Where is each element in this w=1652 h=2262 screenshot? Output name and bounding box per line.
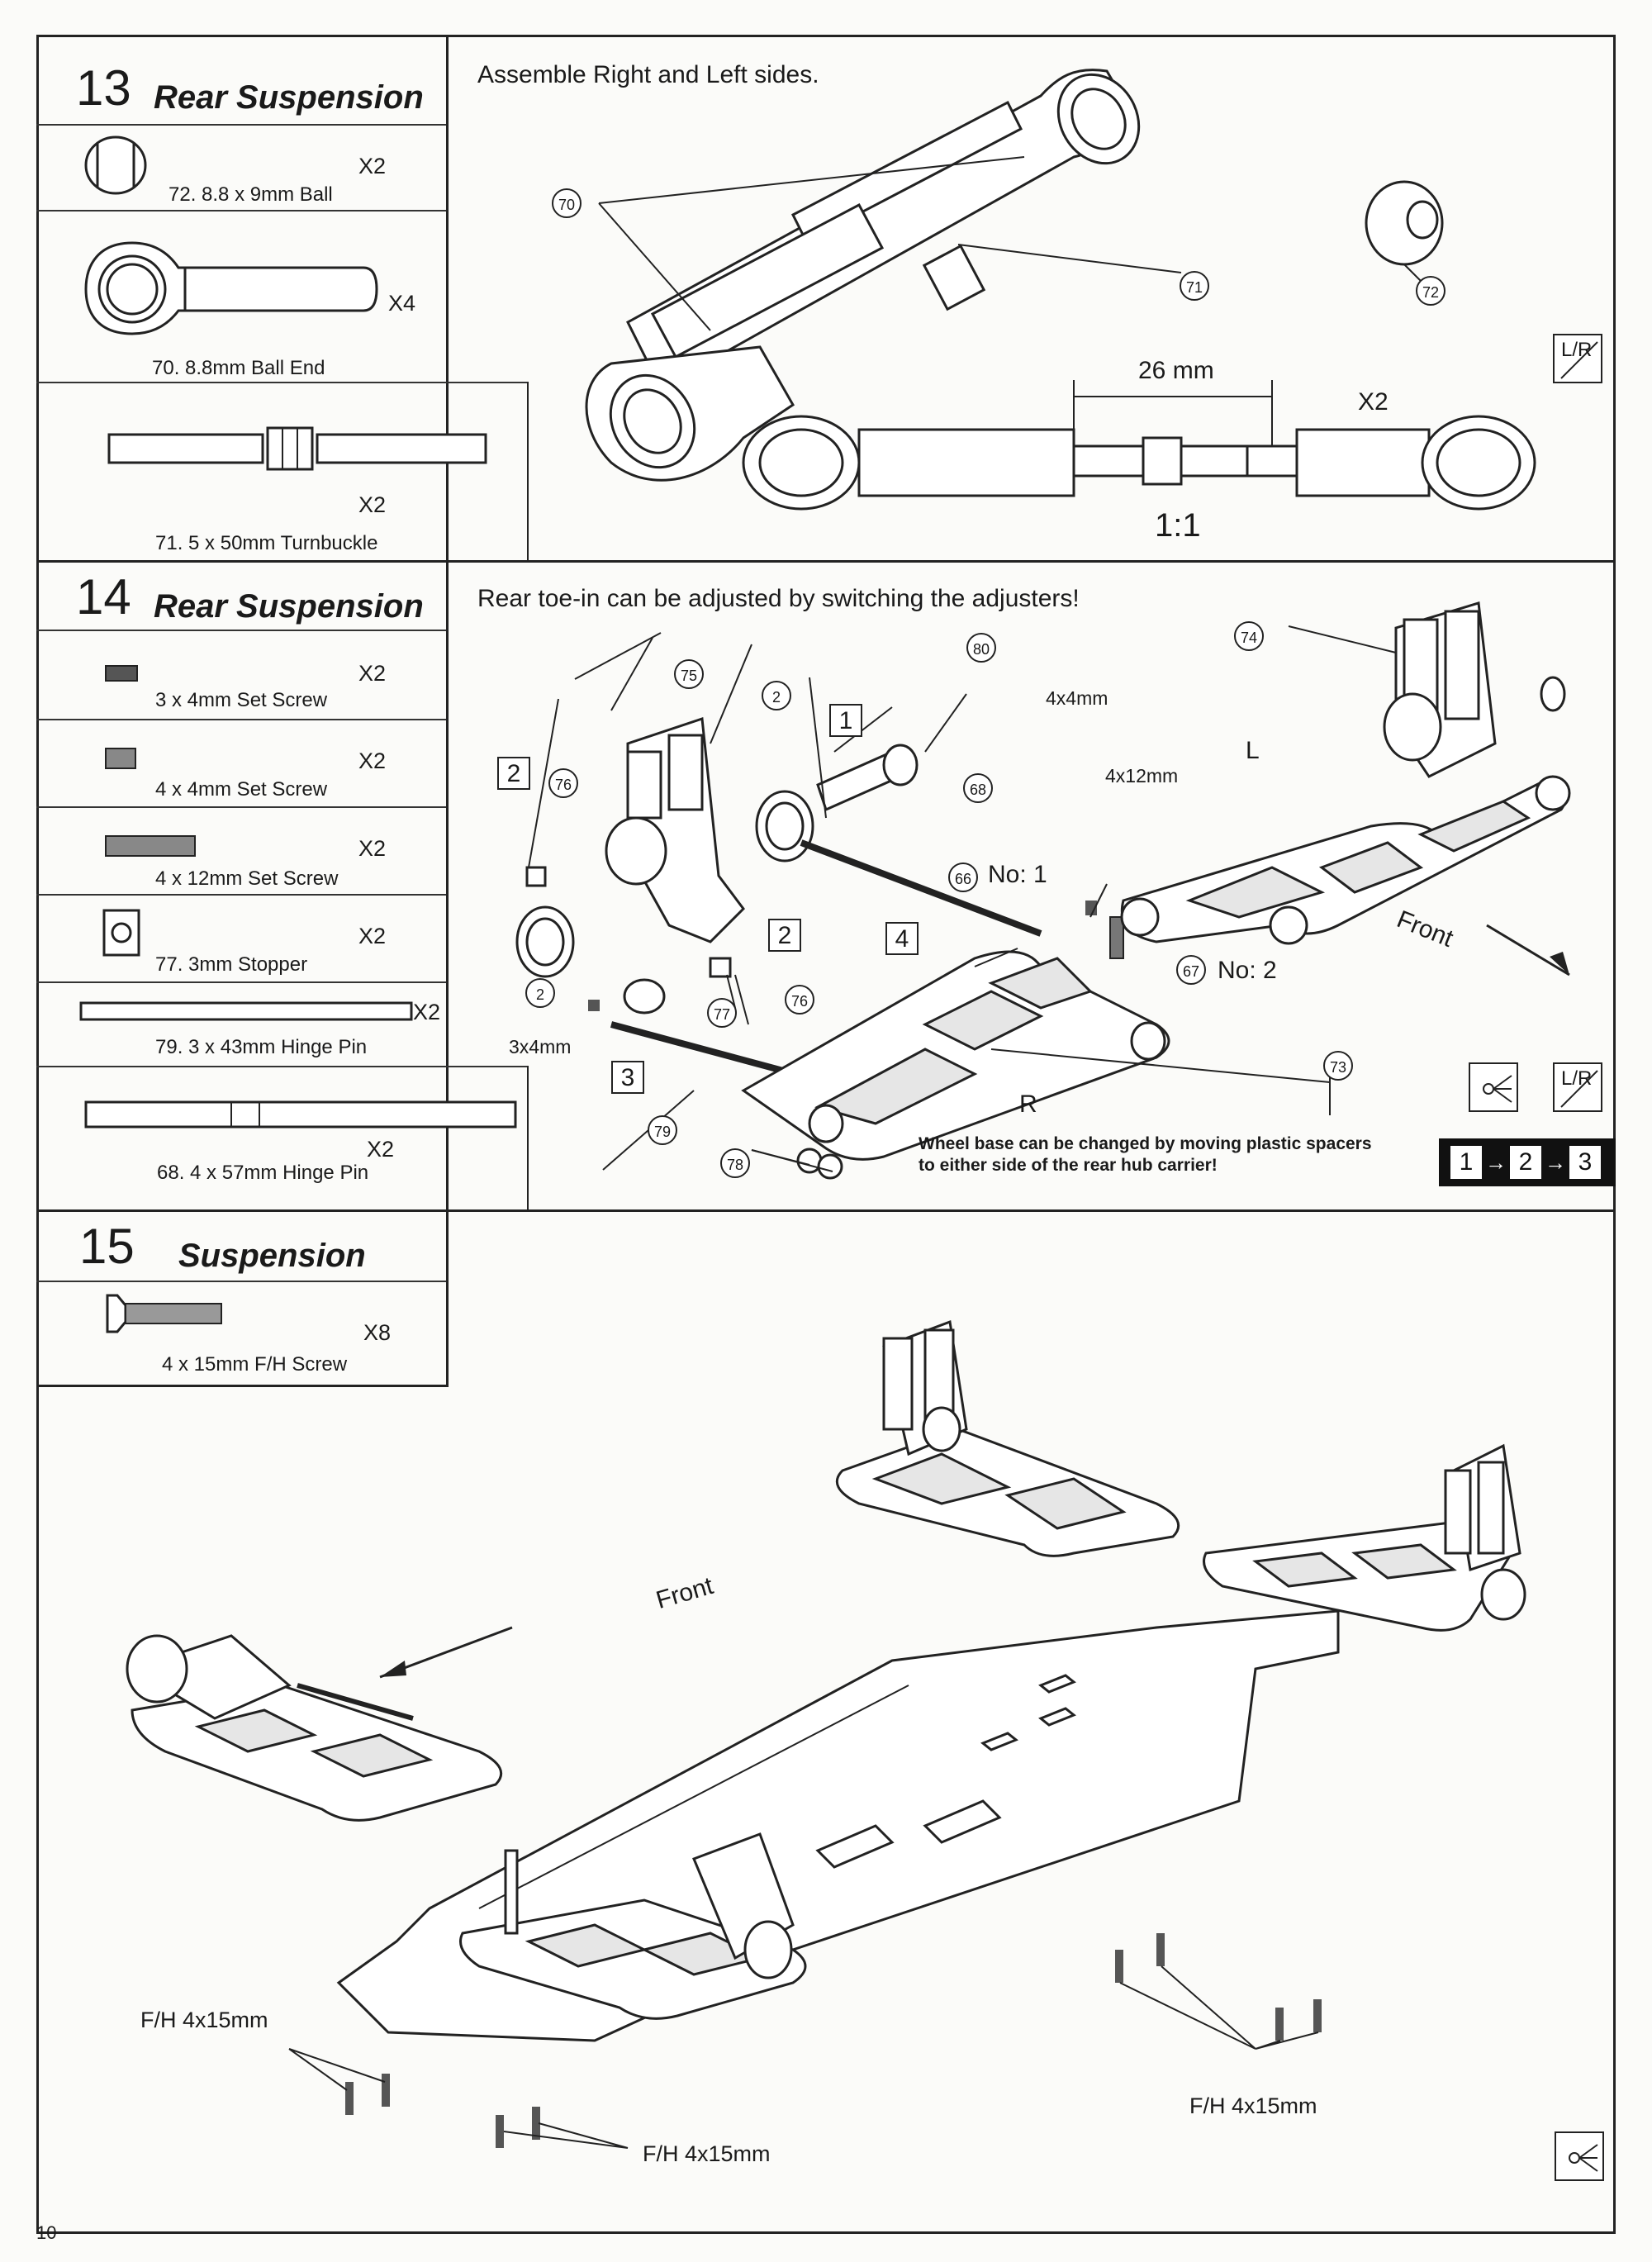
- step14-number: 14: [76, 569, 131, 625]
- part-label: 71. 5 x 50mm Turnbuckle: [155, 532, 378, 554]
- callout-70: 70: [552, 188, 582, 218]
- callout-67: 67: [1176, 955, 1206, 985]
- left-right-icon: L/R: [1553, 334, 1602, 383]
- part-label: 4 x 15mm F/H Screw: [162, 1353, 348, 1376]
- set-screw-4x12-label: 4x12mm: [1105, 765, 1179, 786]
- step13-number: 13: [76, 60, 131, 116]
- parts-column-divider: [446, 35, 449, 1209]
- callout-71: 71: [1180, 271, 1209, 301]
- step14-divider: [36, 1209, 1616, 1212]
- turnbuckle-assembly-drawing: [585, 69, 1536, 511]
- rotate-assembly-icon: [1555, 2131, 1604, 2181]
- lr-icon-text: L/R: [1561, 339, 1593, 361]
- left-label: L: [1246, 737, 1260, 764]
- part-label: 4 x 4mm Set Screw: [155, 778, 328, 801]
- step-box-3: 3: [611, 1061, 644, 1094]
- part-label: 4 x 12mm Set Screw: [155, 867, 339, 890]
- part-qty: X8: [363, 1320, 392, 1345]
- part-qty: X2: [358, 748, 387, 773]
- step14-instruction: Rear toe-in can be adjusted by switching…: [477, 585, 1080, 612]
- callout-78: 78: [720, 1148, 750, 1178]
- part-label: 3 x 4mm Set Screw: [155, 689, 328, 711]
- turnbuckle-part-icon: [107, 426, 487, 471]
- callout-80: 80: [966, 633, 996, 663]
- set-screw-4x12-icon: [105, 835, 196, 857]
- callout-2: 2: [762, 681, 791, 710]
- assembly-sequence: 1 → 2 → 3: [1439, 1138, 1616, 1186]
- step-box-2b: 2: [768, 919, 801, 952]
- callout-66: 66: [948, 863, 978, 892]
- screw-label-front: F/H 4x15mm: [140, 2008, 268, 2032]
- step15-parts-divider: [446, 1209, 449, 1385]
- wheelbase-note: Wheel base can be changed by moving plas…: [919, 1134, 1372, 1175]
- part-qty: X2: [358, 492, 387, 517]
- part-label: 72. 8.8 x 9mm Ball: [169, 183, 333, 206]
- set-screw-4x4-label: 4x4mm: [1046, 687, 1108, 709]
- callout-76: 76: [785, 985, 814, 1015]
- part-qty: X2: [358, 836, 387, 861]
- callout-2: 2: [525, 978, 555, 1008]
- set-screw-3x4-icon: [105, 665, 138, 682]
- hinge-pin-4x57-icon: [84, 1100, 517, 1129]
- callout-74: 74: [1234, 621, 1264, 651]
- stopper-icon: [102, 909, 140, 957]
- step15-parts-bottom: [36, 1385, 449, 1387]
- no2-label: No: 2: [1218, 957, 1277, 984]
- callout-76: 76: [548, 768, 578, 798]
- part-label: 79. 3 x 43mm Hinge Pin: [155, 1036, 368, 1058]
- step13-divider: [36, 560, 1616, 563]
- callout-68: 68: [963, 773, 993, 803]
- rotate-assembly-icon: [1469, 1062, 1518, 1112]
- step-box-4: 4: [885, 922, 919, 955]
- flat-head-screw-icon: [106, 1294, 222, 1333]
- set-screw-3x4-label: 3x4mm: [509, 1036, 572, 1057]
- step15-title: Suspension: [178, 1238, 366, 1274]
- left-right-icon: L/R: [1553, 1062, 1602, 1112]
- part-qty: X4: [388, 291, 416, 316]
- quantity-label: X2: [1358, 388, 1389, 416]
- hinge-pin-3x43-icon: [79, 1001, 413, 1021]
- step-box-2: 2: [497, 757, 530, 790]
- chassis-assembly-drawing: [126, 1319, 1526, 2149]
- step15-number: 15: [79, 1219, 135, 1274]
- part-label: 77. 3mm Stopper: [155, 953, 308, 976]
- sequence-step-1: 1: [1450, 1146, 1482, 1179]
- set-screw-4x4-icon: [105, 748, 136, 769]
- part-qty: X2: [358, 154, 387, 178]
- part-qty: X2: [358, 924, 387, 948]
- arrow-right-icon: →: [1485, 1150, 1507, 1175]
- screw-label-middle: F/H 4x15mm: [643, 2141, 771, 2166]
- step-box-1: 1: [829, 704, 862, 737]
- part-label: 70. 8.8mm Ball End: [152, 357, 325, 379]
- callout-79: 79: [648, 1115, 677, 1145]
- step14-title: Rear Suspension: [154, 588, 424, 625]
- rear-hub-assembly-drawing: [515, 601, 1571, 1180]
- part-qty: X2: [367, 1137, 395, 1162]
- callout-73: 73: [1323, 1051, 1353, 1081]
- ball-end-part-icon: [84, 241, 378, 335]
- right-label: R: [1019, 1091, 1037, 1118]
- part-label: 68. 4 x 57mm Hinge Pin: [157, 1162, 369, 1184]
- callout-77: 77: [707, 998, 737, 1028]
- screw-label-rear: F/H 4x15mm: [1189, 2093, 1317, 2118]
- step13-instruction: Assemble Right and Left sides.: [477, 61, 819, 88]
- part-qty: X2: [358, 661, 387, 686]
- scale-label: 1:1: [1155, 507, 1201, 544]
- part-qty: X2: [413, 1000, 441, 1024]
- sequence-step-2: 2: [1510, 1146, 1541, 1179]
- page-frame: [36, 35, 1616, 2234]
- arrow-right-icon: →: [1545, 1150, 1566, 1175]
- page-number: 10: [36, 2222, 57, 2243]
- ball-part-icon: [84, 135, 147, 195]
- sequence-step-3: 3: [1569, 1146, 1601, 1179]
- callout-75: 75: [674, 659, 704, 689]
- callout-72: 72: [1416, 276, 1446, 306]
- step13-title: Rear Suspension: [154, 79, 424, 116]
- lr-icon-text: L/R: [1561, 1067, 1593, 1090]
- no1-label: No: 1: [988, 861, 1047, 888]
- dimension-label: 26 mm: [1138, 357, 1214, 384]
